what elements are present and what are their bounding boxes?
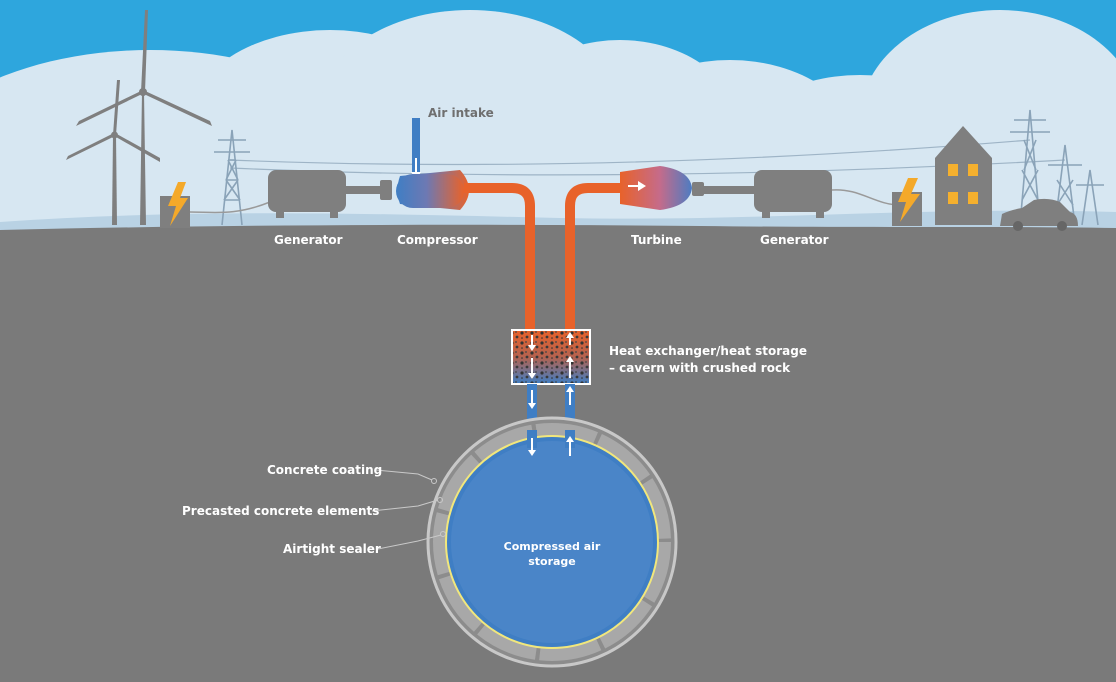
substation-left (160, 182, 271, 228)
turbine-label: Turbine (631, 233, 682, 247)
compressor-label: Compressor (397, 233, 478, 247)
air-intake-pipe (411, 118, 421, 180)
storage-cavern (426, 416, 678, 668)
air-intake-label: Air intake (428, 106, 494, 120)
lightning-bolt-icon (168, 182, 188, 226)
generator-right (692, 170, 901, 218)
heat-exchanger (511, 329, 591, 385)
generator-left (268, 170, 392, 218)
precast-elements-label: Precasted concrete elements (182, 504, 380, 518)
storage-label-line2: storage (528, 555, 576, 568)
lightning-bolt-icon (898, 178, 920, 222)
generator-left-label: Generator (274, 233, 343, 247)
power-pylon-icon (214, 129, 250, 226)
generator-right-label: Generator (760, 233, 829, 247)
hot-pipe-up (565, 183, 624, 330)
car-icon (1000, 198, 1078, 231)
storage-label-line1: Compressed air (503, 540, 601, 553)
leader-lines (371, 469, 446, 550)
airtight-sealer-label: Airtight sealer (283, 542, 381, 556)
substation-right (892, 178, 922, 226)
compressor (396, 170, 469, 210)
wind-turbine-icon (66, 80, 160, 225)
concrete-coating-label: Concrete coating (267, 463, 383, 477)
power-pylon-icon (1010, 109, 1104, 226)
wind-turbine-icon (76, 10, 212, 225)
turbine (620, 166, 692, 210)
heat-exchanger-label-line2: – cavern with crushed rock (609, 361, 791, 375)
hot-pipe-down (464, 183, 535, 330)
house-icon (935, 126, 992, 225)
heat-exchanger-label-line1: Heat exchanger/heat storage (609, 344, 807, 358)
